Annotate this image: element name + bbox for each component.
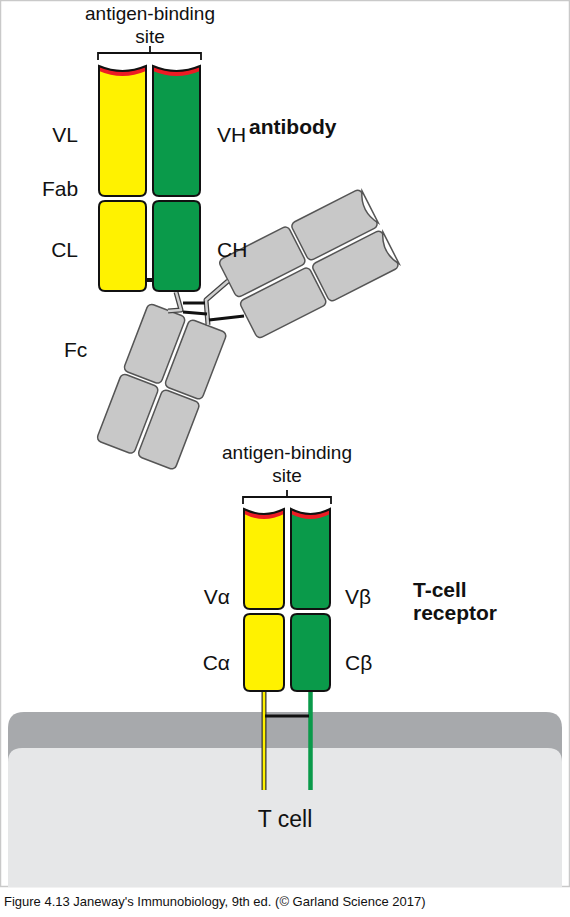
hinge-chain [168, 292, 181, 311]
light-variable-domain: VL [98, 62, 147, 197]
disulfide-bond [183, 303, 207, 314]
domain-shape [152, 62, 201, 197]
domain-fill [291, 614, 330, 691]
domain-outline [244, 509, 284, 609]
beta-variable-domain: Vβ [290, 505, 331, 610]
site-label: antigen-binding site [80, 2, 220, 48]
fc-domain [137, 389, 200, 471]
fc-domain [123, 303, 186, 385]
fragment-label: Fc [64, 338, 104, 362]
domain-label: VL [52, 123, 78, 147]
domain-outline [153, 201, 200, 291]
domain-fill [244, 614, 284, 691]
hinge-chain [206, 281, 228, 325]
fragment-label: Fab [42, 177, 92, 201]
domain-outline [99, 66, 146, 196]
domain-shape [98, 62, 147, 197]
heavy-constant-domain: CH [152, 200, 201, 292]
binding-notch [378, 232, 399, 267]
cytoplasm [8, 748, 562, 887]
domain-shape [152, 200, 201, 292]
domain-outline [291, 614, 330, 691]
domain-shape [290, 505, 331, 610]
fc-domain [96, 373, 159, 455]
domain-fill [244, 509, 284, 609]
site-label: antigen-binding site [217, 441, 357, 487]
domain-shape [243, 613, 285, 692]
domain-outline [153, 66, 200, 196]
domain-fill [99, 201, 146, 291]
disulfide-bond [147, 278, 152, 282]
domain-label: CL [51, 238, 78, 262]
domain-shape [243, 505, 285, 610]
domain-fill [153, 66, 200, 196]
domain-label: Vβ [345, 585, 371, 609]
domain-shape [290, 613, 331, 692]
variable-domain [290, 189, 379, 262]
variable-domain [311, 230, 400, 303]
fc-domain [164, 319, 227, 401]
antibody-arm [218, 188, 401, 339]
alpha-variable-domain: Vα [243, 505, 285, 610]
figure-caption: Figure 4.13 Janeway's Immunobiology, 9th… [4, 894, 566, 909]
heavy-variable-domain: VH [152, 62, 201, 197]
domain-outline [244, 614, 284, 691]
cell-shape [8, 712, 562, 887]
domain-label: Vα [204, 585, 230, 609]
constant-domain [218, 225, 307, 298]
figure-frame [1, 1, 570, 887]
domain-label: VH [217, 123, 246, 147]
cell-label: T cell [8, 806, 562, 833]
domain-fill [99, 66, 146, 196]
disulfide-bond [209, 316, 244, 320]
domain-fill [291, 509, 330, 609]
beta-constant-domain: Cβ [290, 613, 331, 692]
domain-outline [99, 201, 146, 291]
domain-label: Cβ [345, 651, 372, 675]
constant-domain [239, 266, 328, 339]
alpha-constant-domain: Cα [243, 613, 285, 692]
light-constant-domain: CL [98, 200, 147, 292]
t-cell-body: T cell [8, 712, 562, 887]
hinge-chain [206, 281, 228, 325]
molecule-label: antibody [249, 115, 389, 139]
site-bracket [243, 490, 331, 504]
fc-region [96, 303, 227, 470]
domain-shape [98, 200, 147, 292]
domain-fill [153, 201, 200, 291]
domain-label: Cα [203, 651, 230, 675]
cell-membrane [8, 712, 562, 887]
hinge-chain [168, 292, 181, 311]
domain-outline [291, 509, 330, 609]
binding-notch [357, 191, 378, 226]
domain-label: CH [217, 238, 247, 262]
site-bracket [98, 46, 201, 60]
molecule-label: T-cell receptor [413, 578, 523, 624]
